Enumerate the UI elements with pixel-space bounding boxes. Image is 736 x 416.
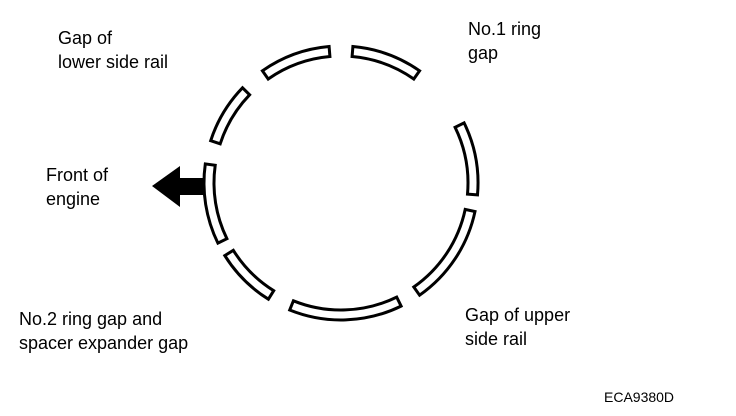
ring-segment-7 [411,207,477,298]
label-front-of-engine: Front of engine [46,165,109,209]
ring-segment-5 [222,248,276,302]
front-arrow-icon [152,166,205,207]
label-no2-ring-and-expander-gap: No.2 ring gap and spacer expander gap [19,309,189,353]
figure-code: ECA9380D [604,389,675,405]
ring-segment-4 [202,162,229,246]
ring-segments [202,44,480,322]
label-lower-side-rail-gap: Gap of lower side rail [58,28,169,72]
ring-segment-2 [260,44,332,82]
label-no1-ring-gap: No.1 ring gap [468,19,542,63]
ring-segment-6 [287,295,404,322]
ring-segment-8 [453,120,480,197]
ring-segment-1 [350,44,422,82]
ring-segment-3 [208,85,252,146]
label-upper-side-rail-gap: Gap of upper side rail [465,305,571,349]
